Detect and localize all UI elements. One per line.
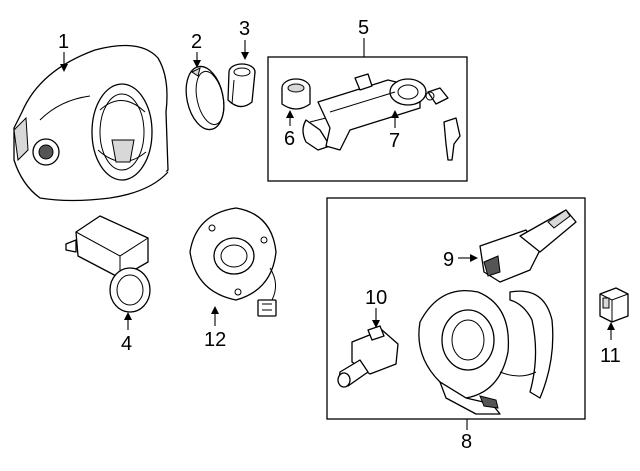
callout-4: 4 bbox=[121, 333, 132, 355]
callout-7: 7 bbox=[389, 130, 400, 152]
callout-2: 2 bbox=[191, 31, 202, 53]
ignition-group-box bbox=[267, 56, 468, 182]
lock-cylinder-housing[interactable] bbox=[317, 73, 461, 161]
callout-8: 8 bbox=[461, 431, 472, 453]
steering-angle-sensor[interactable] bbox=[189, 207, 277, 317]
arrow-head-3 bbox=[241, 52, 249, 60]
callout-9: 9 bbox=[443, 249, 454, 271]
arrow-head-11 bbox=[607, 322, 615, 330]
immobilizer-module[interactable] bbox=[65, 215, 151, 313]
ignition-switch[interactable] bbox=[281, 78, 331, 151]
callout-10: 10 bbox=[365, 287, 387, 309]
turn-signal-switch[interactable] bbox=[337, 325, 399, 388]
arrow-head-10 bbox=[372, 320, 380, 328]
arrow-head-4 bbox=[124, 312, 132, 320]
callout-11: 11 bbox=[600, 345, 621, 367]
arrow-head-12 bbox=[211, 306, 219, 314]
clock-spring[interactable] bbox=[418, 290, 554, 415]
callout-1: 1 bbox=[58, 31, 69, 53]
cylinder-sleeve[interactable] bbox=[227, 63, 256, 108]
combination-switch-box bbox=[326, 197, 586, 420]
hazard-switch[interactable] bbox=[599, 287, 629, 323]
arrow-head-1 bbox=[60, 64, 68, 72]
callout-12: 12 bbox=[204, 329, 226, 351]
callout-5: 5 bbox=[358, 17, 369, 39]
arrow-head-9 bbox=[470, 254, 478, 262]
arrow-head-7 bbox=[391, 110, 399, 118]
callout-3: 3 bbox=[239, 18, 250, 40]
steering-column-cover[interactable] bbox=[13, 44, 169, 202]
trim-ring[interactable] bbox=[181, 63, 230, 133]
wiper-switch[interactable] bbox=[479, 209, 577, 283]
arrow-head-2 bbox=[193, 60, 201, 68]
callout-6: 6 bbox=[284, 128, 295, 150]
arrow-head-6 bbox=[286, 110, 294, 118]
